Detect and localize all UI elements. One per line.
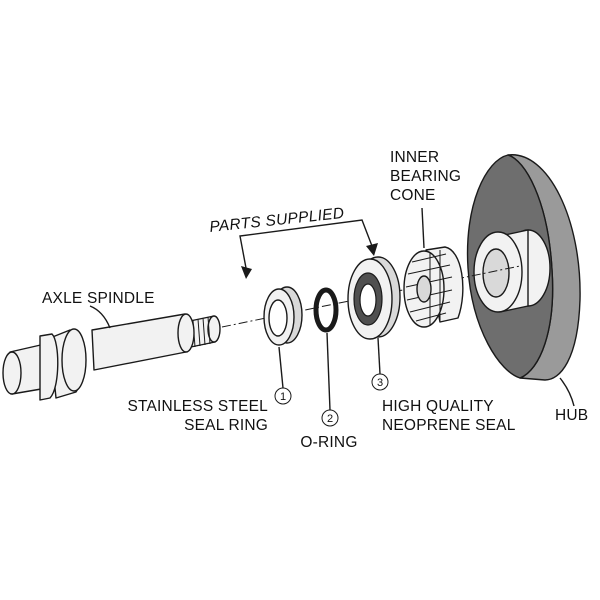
arrowhead-seal-ring [241, 266, 252, 279]
hub-label: HUB [555, 407, 588, 424]
svg-text:1: 1 [280, 391, 286, 403]
neoprene-seal-label-line1: HIGH QUALITY [382, 398, 494, 415]
bearing-label-line1: INNER [390, 149, 439, 166]
parts-supplied-bracket [239, 219, 373, 269]
leader-lines [89, 207, 575, 411]
stainless-steel-seal-ring [263, 286, 303, 346]
callout-1: 1 [274, 387, 292, 405]
o-ring-label: O-RING [300, 434, 357, 451]
o-ring [313, 287, 339, 333]
svg-text:3: 3 [377, 377, 383, 389]
axle-spindle [2, 313, 221, 401]
hub-bore [482, 248, 510, 298]
neoprene-seal [347, 256, 401, 340]
bearing-label-line3: CONE [390, 187, 436, 204]
arrowhead-neoprene [366, 243, 378, 256]
hub [466, 154, 581, 381]
bearing-label-line2: BEARING [390, 168, 461, 185]
seal-ring-label-line1: STAINLESS STEEL [127, 398, 268, 415]
inner-bearing-cone [403, 246, 464, 328]
svg-text:2: 2 [327, 413, 333, 425]
seal-ring-label-line2: SEAL RING [184, 417, 268, 434]
callout-2: 2 [321, 409, 339, 427]
callout-3: 3 [371, 373, 389, 391]
neoprene-seal-label-line2: NEOPRENE SEAL [382, 417, 516, 434]
axle-spindle-label: AXLE SPINDLE [42, 290, 155, 307]
